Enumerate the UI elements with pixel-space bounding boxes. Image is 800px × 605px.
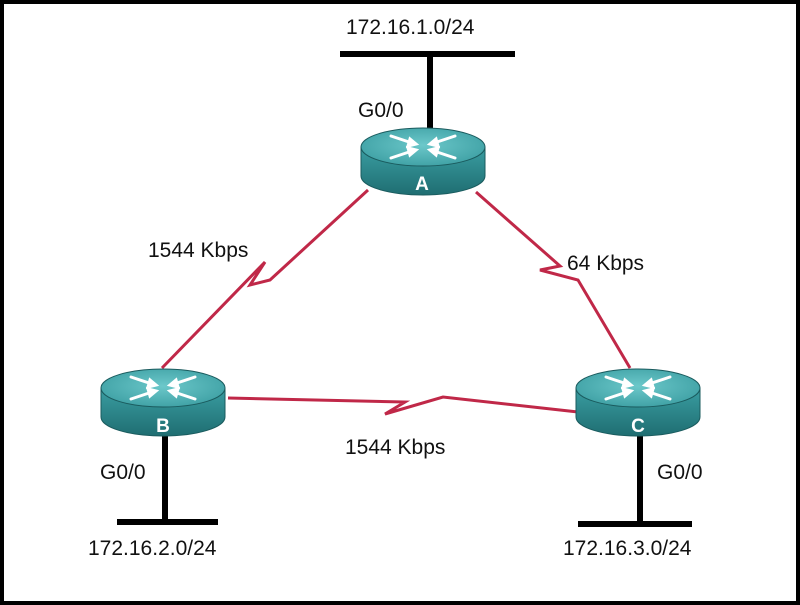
router-c-label: C: [631, 416, 645, 437]
lan-segment-b: [117, 432, 218, 525]
link-b-c-speed: 1544 Kbps: [345, 436, 446, 459]
network-b-label: 172.16.2.0/24: [88, 537, 217, 560]
router-b-icon[interactable]: [100, 368, 226, 437]
serial-link-b-c: [227, 395, 579, 416]
router-c-icon[interactable]: [575, 368, 701, 437]
router-b-label: B: [156, 416, 170, 437]
network-c-label: 172.16.3.0/24: [563, 537, 692, 560]
router-a-icon[interactable]: [360, 127, 486, 196]
router-a-label: A: [415, 174, 429, 195]
network-a-label: 172.16.1.0/24: [346, 16, 475, 39]
lan-segment-c: [578, 432, 692, 527]
interface-b-label: G0/0: [100, 461, 146, 484]
interface-a-label: G0/0: [358, 99, 404, 122]
lan-segment-a: [340, 51, 515, 128]
serial-link-a-b: [160, 188, 370, 370]
link-a-b-speed: 1544 Kbps: [148, 239, 249, 262]
link-a-c-speed: 64 Kbps: [567, 252, 645, 275]
interface-c-label: G0/0: [657, 461, 703, 484]
serial-link-a-c: [475, 190, 632, 369]
